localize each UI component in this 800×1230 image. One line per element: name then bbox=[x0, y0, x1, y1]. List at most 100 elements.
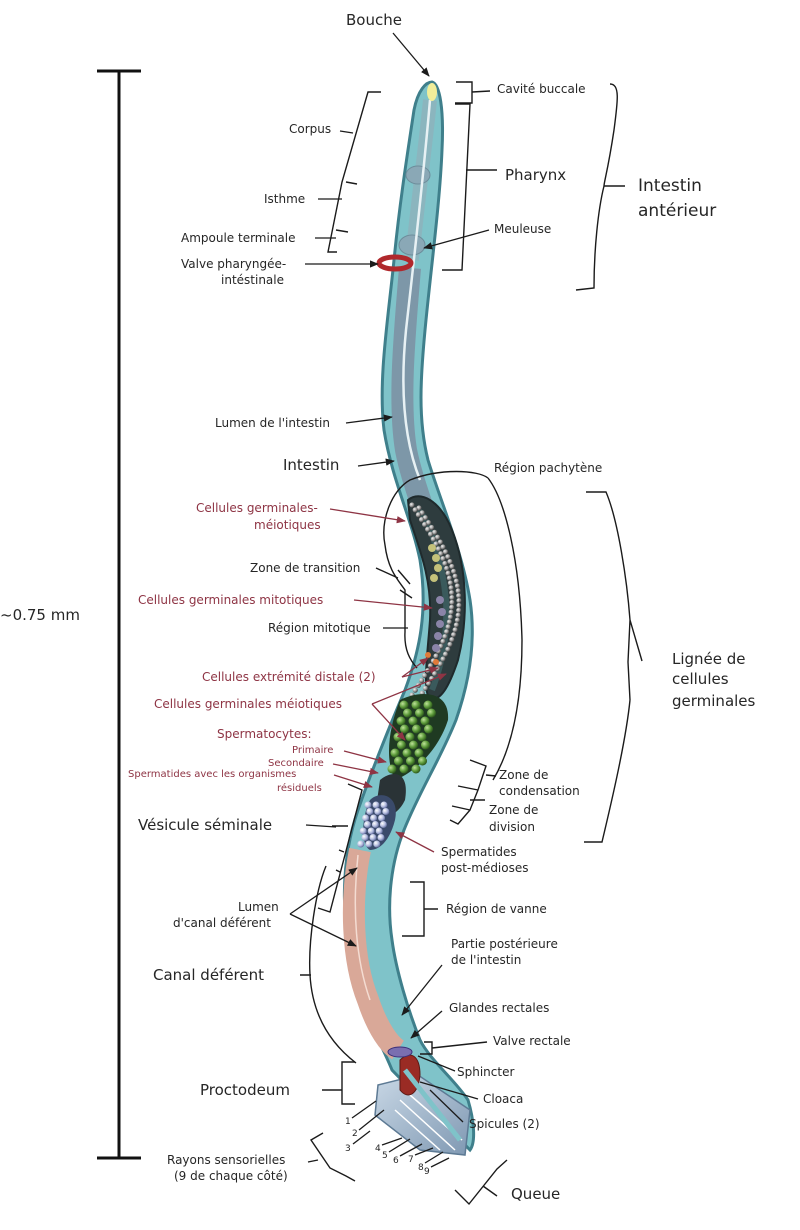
germ-cell bbox=[446, 619, 453, 625]
germ-cell bbox=[430, 536, 436, 542]
cavite-bracket bbox=[455, 81, 491, 104]
germ-cell bbox=[453, 622, 460, 628]
spermatocyte-cell bbox=[403, 708, 412, 718]
label-glandes: Glandes rectales bbox=[449, 1001, 549, 1015]
spermatid-cell bbox=[371, 821, 379, 828]
pachytene-outline bbox=[383, 470, 489, 669]
label-lignee-3: germinales bbox=[672, 692, 756, 710]
germ-cell bbox=[449, 563, 455, 570]
germ-cell bbox=[432, 529, 438, 535]
germ-cell bbox=[418, 517, 425, 523]
pachytene-outline-right bbox=[487, 477, 523, 781]
vesicule-bracket bbox=[317, 783, 363, 913]
label-intestin: Intestin bbox=[283, 456, 339, 474]
germ-cell bbox=[449, 636, 455, 643]
germ-cell bbox=[418, 677, 425, 683]
spermatocyte-cell bbox=[417, 732, 427, 742]
germ-cell bbox=[449, 604, 455, 610]
spermatocyte-cell bbox=[406, 756, 415, 766]
label-cgm1-2: méiotiques bbox=[254, 518, 321, 532]
label-valve-pi-1: Valve pharyngée- bbox=[181, 257, 286, 271]
ray-number-4: 4 bbox=[375, 1144, 381, 1154]
spermatocyte-cell bbox=[394, 756, 403, 766]
germ-cell bbox=[437, 539, 443, 545]
label-spicules: Spicules (2) bbox=[469, 1117, 540, 1131]
pharynx-bracket bbox=[442, 103, 497, 271]
label-sphincter: Sphincter bbox=[457, 1065, 514, 1079]
germ-cell bbox=[435, 546, 442, 552]
germ-cell bbox=[446, 575, 453, 581]
label-lignee-2: cellules bbox=[672, 670, 729, 688]
label-lumen-canal-1: Lumen bbox=[238, 900, 279, 914]
spermatocyte-cell bbox=[390, 748, 400, 758]
label-partie-post-1: Partie postérieure bbox=[451, 937, 558, 951]
label-intestin-ant-2: antérieur bbox=[638, 201, 716, 221]
spermatid-cell bbox=[357, 840, 365, 848]
spermatocyte-cell bbox=[414, 748, 424, 758]
germ-cell bbox=[456, 597, 462, 604]
spermatocyte-cell bbox=[424, 724, 433, 734]
label-meuleuse: Meuleuse bbox=[494, 222, 551, 236]
label-zone-division-1: Zone de bbox=[489, 803, 538, 817]
label-proctodeum: Proctodeum bbox=[200, 1081, 290, 1099]
germ-cell bbox=[444, 565, 450, 571]
germ-cell bbox=[445, 646, 451, 652]
germ-cell bbox=[427, 663, 434, 669]
label-pharynx: Pharynx bbox=[505, 166, 566, 184]
spermatocyte-cell bbox=[427, 708, 436, 718]
pharyngeal-intestinal-valve bbox=[376, 254, 414, 272]
germ-cell bbox=[454, 617, 461, 623]
spermatid-cell bbox=[380, 801, 388, 809]
spermatocyte-cell bbox=[408, 716, 418, 726]
label-valve-pi-2: intéstinale bbox=[221, 273, 284, 287]
spermatocyte-cell bbox=[421, 740, 430, 750]
spermatocyte-cell bbox=[387, 764, 397, 774]
label-spermatides-res-2: résiduels bbox=[277, 782, 322, 794]
spermatid-cell bbox=[372, 801, 380, 809]
germ-cell bbox=[412, 507, 418, 513]
germ-cell bbox=[454, 583, 461, 589]
ray-number-1: 1 bbox=[345, 1117, 351, 1127]
spermatocyte-cell bbox=[396, 716, 406, 726]
spermatid-cell bbox=[375, 827, 383, 835]
label-region-vanne: Région de vanne bbox=[446, 902, 547, 916]
label-zone-division-2: division bbox=[489, 820, 535, 834]
germ-cell bbox=[409, 502, 415, 508]
germ-cell bbox=[442, 549, 449, 555]
germ-cell bbox=[449, 599, 455, 606]
germ-cell bbox=[444, 629, 450, 635]
ray-number-6: 6 bbox=[393, 1156, 399, 1166]
germ-cell bbox=[440, 656, 446, 662]
label-spermatides-post-1: Spermatides bbox=[441, 845, 517, 859]
spermatid-cell bbox=[362, 814, 370, 822]
germ-cell bbox=[451, 632, 457, 638]
germ-cell bbox=[434, 534, 441, 540]
ray-number-7: 7 bbox=[408, 1155, 414, 1165]
label-corpus: Corpus bbox=[289, 122, 331, 136]
germ-cell bbox=[425, 526, 431, 532]
label-cgm2: Cellules germinales méiotiques bbox=[154, 697, 342, 711]
germ-cell bbox=[449, 594, 455, 601]
label-cg-mitotiques: Cellules germinales mitotiques bbox=[138, 593, 323, 607]
spermatocyte-cell bbox=[415, 708, 424, 718]
germ-cell bbox=[447, 580, 454, 586]
spermatocyte-cell bbox=[411, 700, 421, 710]
ray-number-9: 9 bbox=[424, 1167, 430, 1177]
ray-number-3: 3 bbox=[345, 1144, 351, 1154]
germ-cell bbox=[451, 568, 457, 574]
ray-number-5: 5 bbox=[382, 1151, 388, 1161]
rectal-valve bbox=[387, 1046, 413, 1058]
germ-cell bbox=[447, 641, 453, 648]
spermatid-cell bbox=[382, 808, 390, 815]
label-spermatides-res-1: Spermatides avec les organismes bbox=[128, 769, 296, 780]
canal-bracket bbox=[300, 865, 357, 1064]
germ-cell bbox=[447, 614, 454, 620]
spermatid-cell bbox=[379, 821, 387, 828]
label-pachytene: Région pachytène bbox=[494, 461, 602, 475]
germ-cell bbox=[448, 585, 454, 591]
proctodeum-bracket bbox=[322, 1061, 355, 1105]
mouth bbox=[427, 83, 437, 101]
spermatocyte-cell bbox=[397, 740, 406, 750]
germ-cell bbox=[456, 607, 462, 613]
